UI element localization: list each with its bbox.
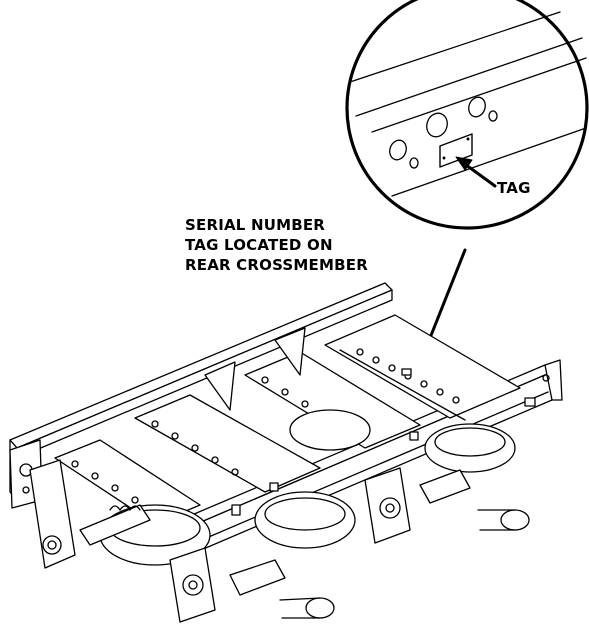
crossmember-4 [54,439,201,525]
tag-label: TAG [497,179,531,197]
chassis-frame [9,282,563,623]
serial-tag-callout: SERIAL NUMBER TAG LOCATED ON REAR CROSSM… [185,215,368,275]
callout-line-2: TAG LOCATED ON [185,236,333,254]
rear-hanger [364,467,471,544]
front-hanger [29,459,151,569]
serial-tag-plate [439,133,473,168]
air-springs [99,409,516,566]
callout-line-3: REAR CROSSMEMBER [185,256,368,274]
crossmember-3 [134,394,321,493]
callout-line-1: SERIAL NUMBER [185,216,326,234]
tag-arrow [455,156,497,188]
axle-stubs [279,509,530,619]
center-hanger [169,547,286,623]
detail-magnifier [345,0,589,230]
rear-crossmember [324,314,521,421]
